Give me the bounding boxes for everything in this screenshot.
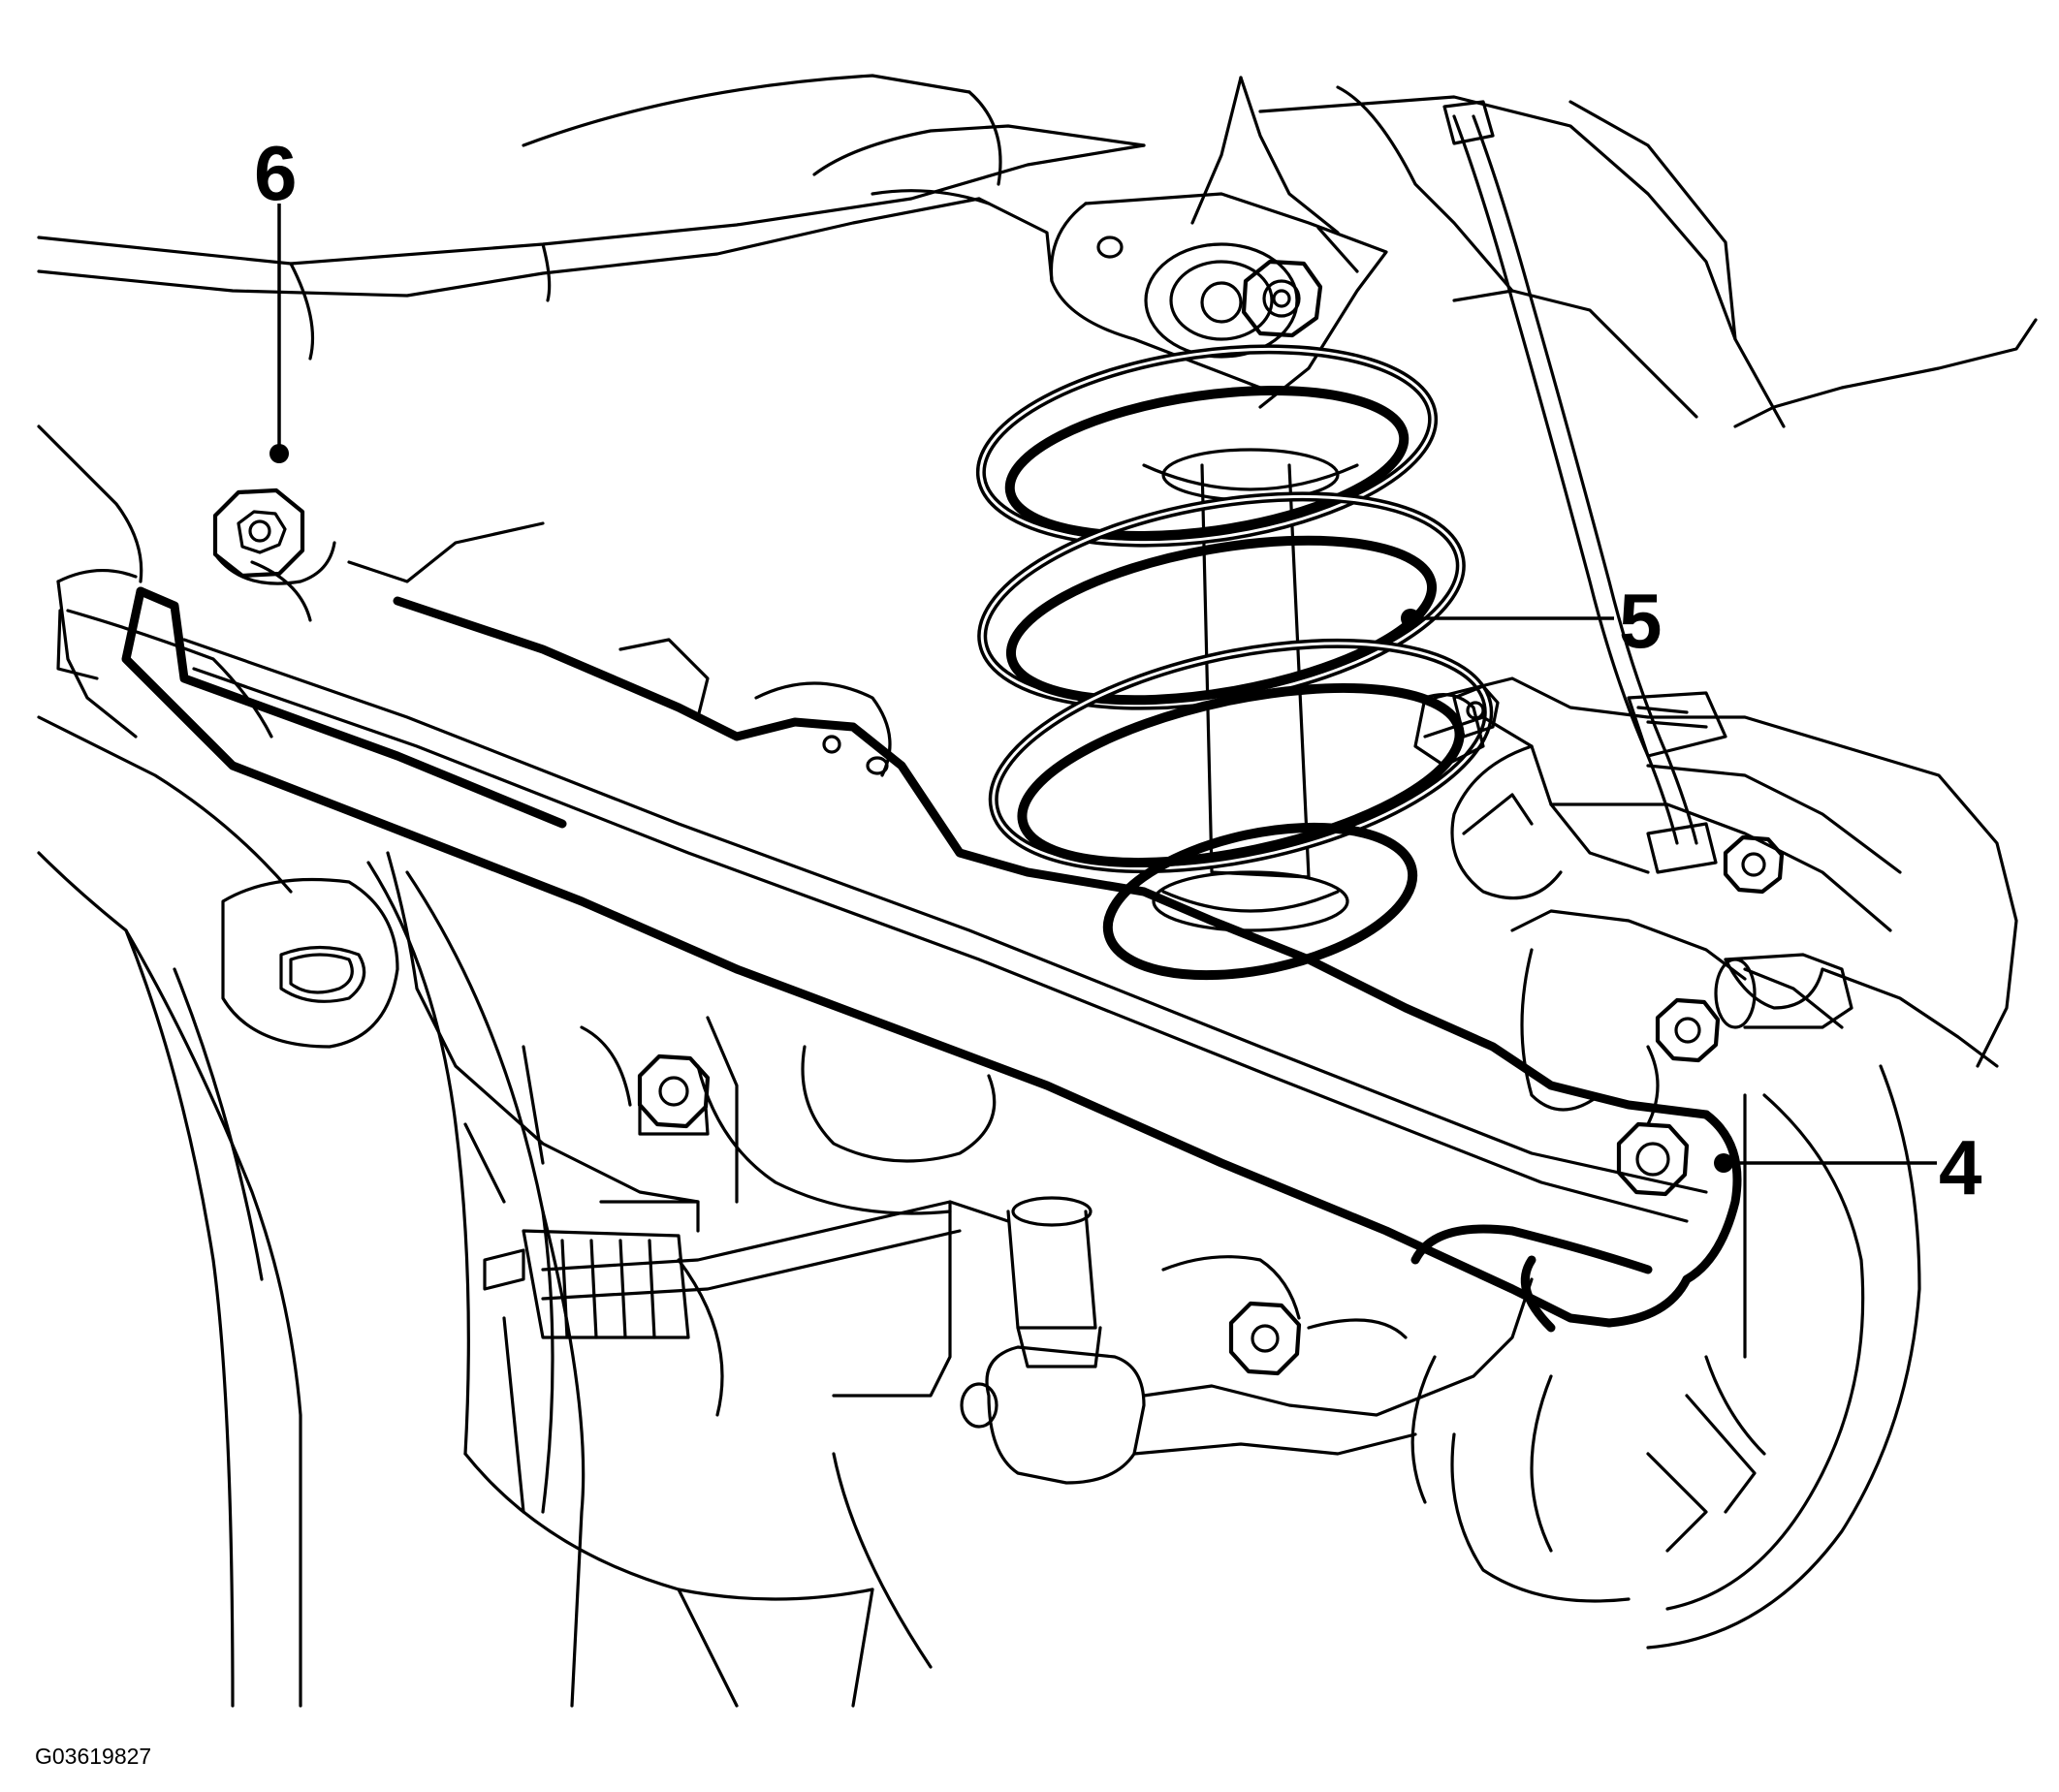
bleed-screw bbox=[1452, 684, 1500, 739]
strut-top-nut bbox=[1241, 259, 1323, 338]
callout-6: 6 bbox=[254, 130, 298, 463]
subframe-bracket bbox=[221, 851, 739, 1204]
callout-label-6: 6 bbox=[254, 130, 298, 216]
knuckle-brake-assembly bbox=[1410, 676, 2018, 1650]
arm-outer-nut bbox=[1616, 1121, 1690, 1197]
ball-joint-nut bbox=[1228, 1301, 1302, 1376]
lower-middle-bolt bbox=[637, 1053, 711, 1136]
callout-label-4: 4 bbox=[1939, 1124, 1982, 1210]
callout-5: 5 bbox=[1401, 578, 1663, 664]
lower-control-arm bbox=[56, 521, 1742, 1333]
bolt-6 bbox=[212, 487, 336, 585]
callout-label-5: 5 bbox=[1619, 578, 1663, 664]
caliper-bolt bbox=[1723, 834, 1785, 895]
callout-4: 4 bbox=[1714, 1124, 1982, 1210]
brake-hose bbox=[1442, 100, 1718, 874]
body-frame-outlines bbox=[37, 74, 2038, 1708]
coil-spring bbox=[975, 344, 1494, 981]
lower-linkage bbox=[483, 1045, 1534, 1514]
knuckle-bolt bbox=[1655, 997, 1721, 1063]
strut-mount bbox=[871, 189, 1388, 409]
fasteners bbox=[212, 259, 1785, 1376]
figure-id: G03619827 bbox=[35, 1744, 151, 1769]
